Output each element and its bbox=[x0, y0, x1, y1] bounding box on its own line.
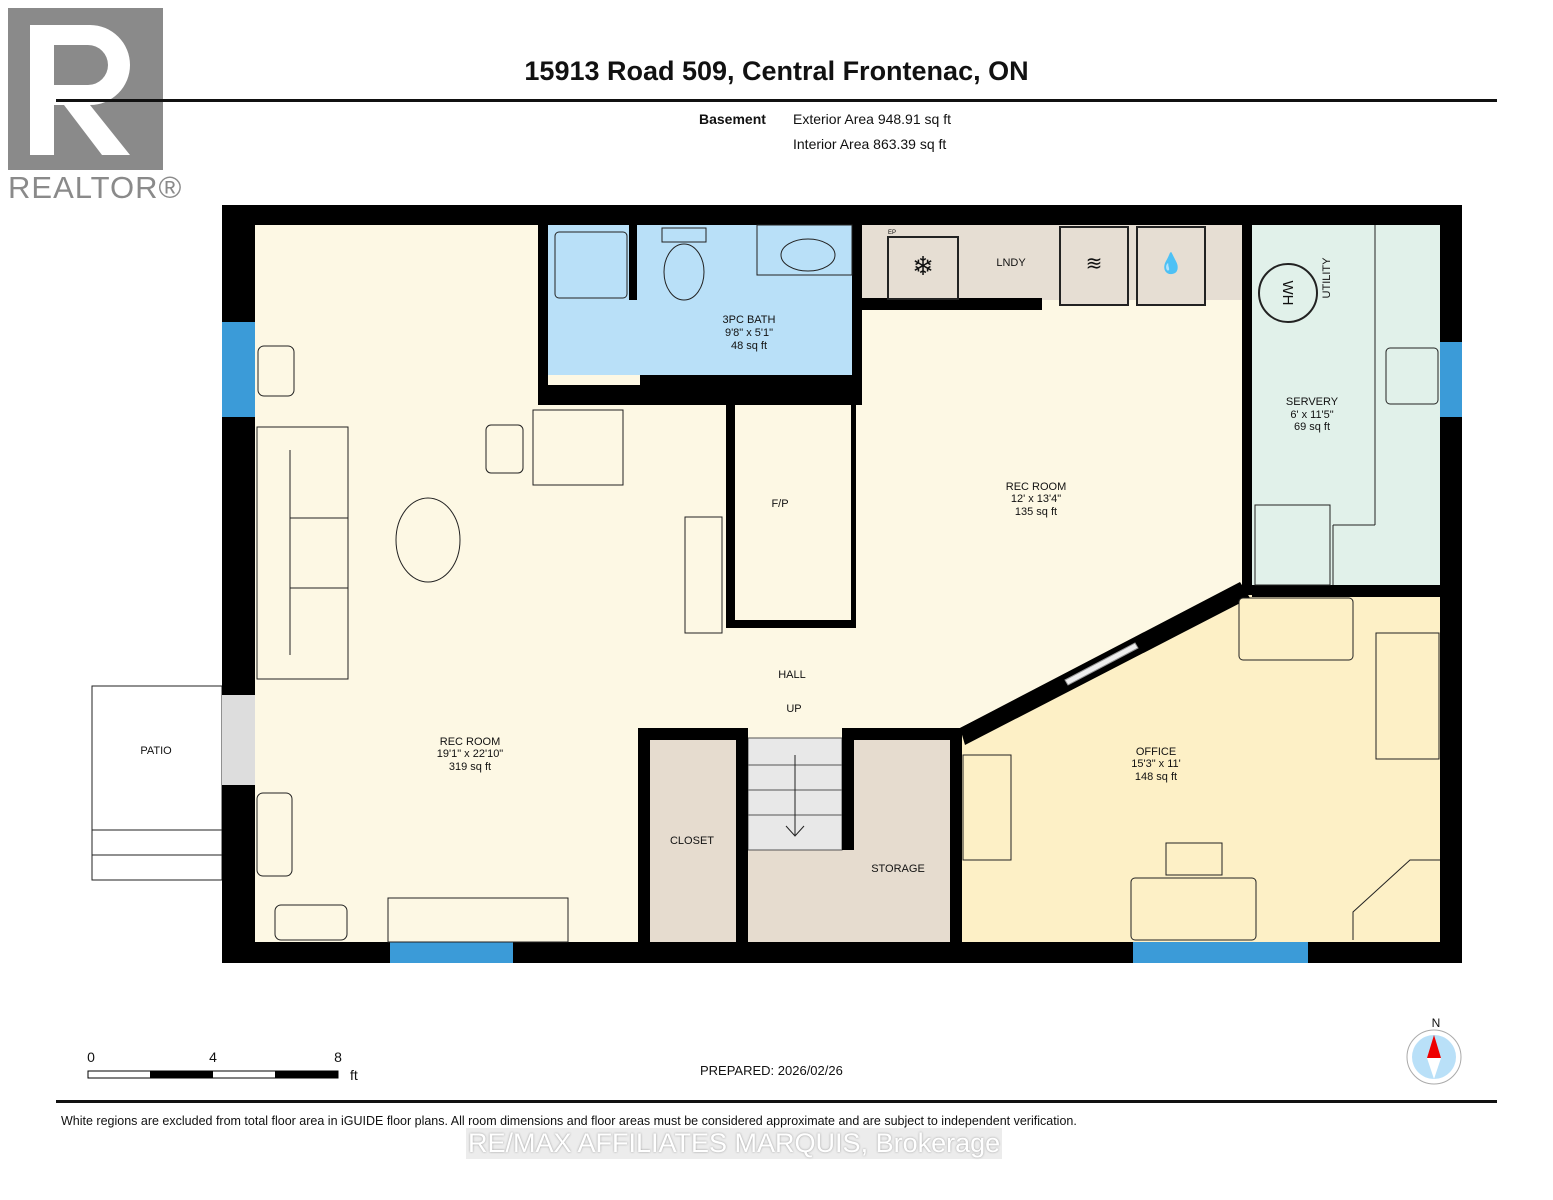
exterior-area: Exterior Area 948.91 sq ft bbox=[793, 111, 951, 127]
brokerage-watermark: RE/MAX AFFILIATES MARQUIS, Brokerage bbox=[466, 1128, 1003, 1159]
water-drop-icon: 💧 bbox=[1159, 251, 1184, 275]
snowflake-icon: ❄ bbox=[912, 251, 934, 281]
office-dims: 15'3" x 11' bbox=[1131, 758, 1181, 770]
cabinet bbox=[1254, 504, 1331, 586]
desk bbox=[1238, 597, 1354, 661]
hall bbox=[640, 405, 862, 738]
logo-r-glyph bbox=[30, 25, 130, 155]
office bbox=[960, 595, 1440, 942]
logo-text: REALTOR® bbox=[8, 170, 183, 205]
patio-name: PATIO bbox=[140, 745, 172, 757]
office-area: 148 sq ft bbox=[1135, 771, 1177, 783]
laundry bbox=[862, 225, 1242, 300]
closet bbox=[650, 738, 736, 942]
servery-dims: 6' x 11'5" bbox=[1290, 409, 1333, 421]
rec-room-right bbox=[862, 300, 1242, 585]
sofa bbox=[256, 426, 349, 680]
page-title: 15913 Road 509, Central Frontenac, ON bbox=[524, 56, 1029, 86]
exterior-wall bbox=[222, 205, 1462, 963]
scale-tick-4: 4 bbox=[209, 1049, 217, 1065]
fireplace bbox=[735, 400, 851, 620]
window-south-right bbox=[1133, 942, 1308, 963]
window-west bbox=[222, 322, 255, 417]
bath-dims: 9'8" x 5'1" bbox=[725, 327, 773, 339]
storage-name: STORAGE bbox=[871, 863, 925, 875]
footer-divider bbox=[56, 1100, 1497, 1103]
washer bbox=[1136, 226, 1206, 306]
hall-name: HALL bbox=[778, 669, 806, 681]
armchair bbox=[532, 409, 624, 486]
desk-2 bbox=[1130, 877, 1257, 941]
bath bbox=[548, 225, 855, 375]
fireplace-name: F/P bbox=[771, 498, 788, 510]
realtor-logo bbox=[8, 8, 163, 170]
dryer bbox=[1059, 226, 1129, 306]
bath-name: 3PC BATH bbox=[723, 314, 776, 326]
compass-icon bbox=[1406, 1029, 1462, 1085]
rec-right-name: REC ROOM bbox=[1006, 481, 1067, 493]
bath-area: 48 sq ft bbox=[731, 340, 767, 352]
level-label: Basement bbox=[699, 111, 766, 127]
stairs bbox=[747, 737, 843, 851]
scale-bar bbox=[87, 1070, 339, 1079]
toilet bbox=[663, 243, 705, 301]
header-divider bbox=[56, 99, 1497, 102]
ep-label: EP bbox=[888, 230, 896, 236]
scale-unit: ft bbox=[350, 1067, 358, 1083]
tv-stand bbox=[387, 897, 569, 943]
rec-right-area: 135 sq ft bbox=[1015, 506, 1057, 518]
laundry-name: LNDY bbox=[996, 257, 1026, 269]
stairs-up-label: UP bbox=[786, 703, 801, 715]
scale-tick-0: 0 bbox=[87, 1049, 95, 1065]
vanity bbox=[756, 224, 853, 276]
water-heater bbox=[1258, 263, 1318, 323]
patio-door bbox=[222, 695, 255, 785]
rec-left-dims: 19'1" x 22'10" bbox=[437, 748, 504, 760]
disclaimer: White regions are excluded from total fl… bbox=[61, 1114, 1077, 1128]
utility-sink bbox=[1385, 347, 1439, 405]
servery bbox=[1252, 225, 1440, 585]
rec-room-left bbox=[255, 225, 640, 942]
utility-name: UTILITY bbox=[1321, 257, 1333, 299]
office-name: OFFICE bbox=[1136, 746, 1176, 758]
shower bbox=[554, 231, 628, 299]
prepared-date: PREPARED: 2026/02/26 bbox=[700, 1063, 843, 1078]
interior-area: Interior Area 863.39 sq ft bbox=[793, 136, 947, 152]
scale-tick-8: 8 bbox=[334, 1049, 342, 1065]
storage bbox=[748, 738, 950, 942]
window-south-left bbox=[390, 942, 513, 963]
rec-left-area: 319 sq ft bbox=[449, 761, 491, 773]
table bbox=[395, 497, 461, 583]
freezer bbox=[887, 236, 959, 300]
closet-name: CLOSET bbox=[670, 835, 714, 847]
compass-north-label: N bbox=[1432, 1016, 1441, 1030]
rec-left-name: REC ROOM bbox=[440, 736, 501, 748]
rec-right-dims: 12' x 13'4" bbox=[1011, 493, 1061, 505]
window-east bbox=[1440, 342, 1462, 417]
water-heater-label: WH bbox=[1279, 281, 1296, 306]
servery-name: SERVERY bbox=[1286, 396, 1339, 408]
servery-area: 69 sq ft bbox=[1294, 421, 1330, 433]
heat-waves-icon: ≋ bbox=[1086, 253, 1103, 275]
patio bbox=[91, 685, 223, 881]
